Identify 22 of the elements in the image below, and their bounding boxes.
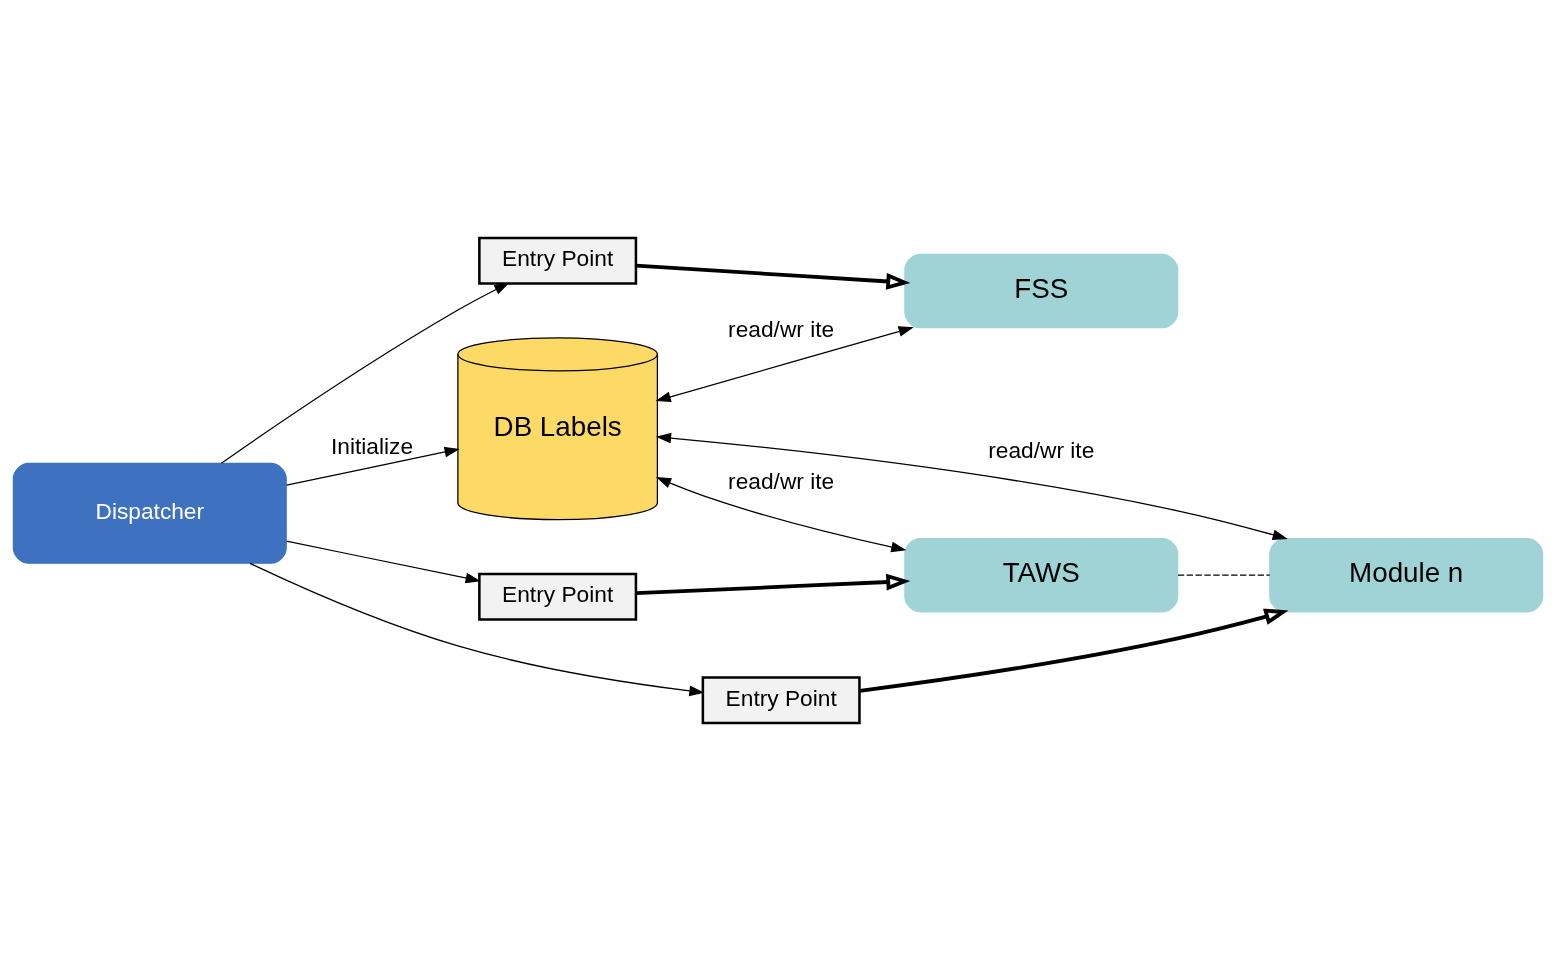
node-box: Entry Point: [478, 572, 638, 621]
node-box: Entry Point: [701, 675, 861, 724]
arrow: [655, 325, 914, 402]
arrow: [285, 540, 481, 583]
node-box: Dispatcher: [12, 462, 287, 564]
edge-label: read/wr ite: [988, 436, 1095, 463]
edge-label: read/wr ite: [728, 315, 835, 342]
node-box: TAWS: [904, 537, 1179, 612]
node-box: Module n: [1269, 537, 1544, 612]
arrow: [285, 446, 460, 486]
edge-label: read/wr ite: [728, 467, 835, 494]
arrow: [220, 282, 510, 464]
connector: [1177, 574, 1271, 576]
arrow: [249, 562, 705, 696]
node-box: FSS: [904, 253, 1179, 328]
node-box: Entry Point: [478, 236, 638, 285]
edge-label: Initialize: [330, 432, 414, 459]
arrow: [655, 476, 907, 552]
arrow: [859, 608, 1289, 693]
arrow: [655, 432, 1288, 540]
arrow: [636, 263, 911, 290]
arrow: [636, 573, 911, 595]
